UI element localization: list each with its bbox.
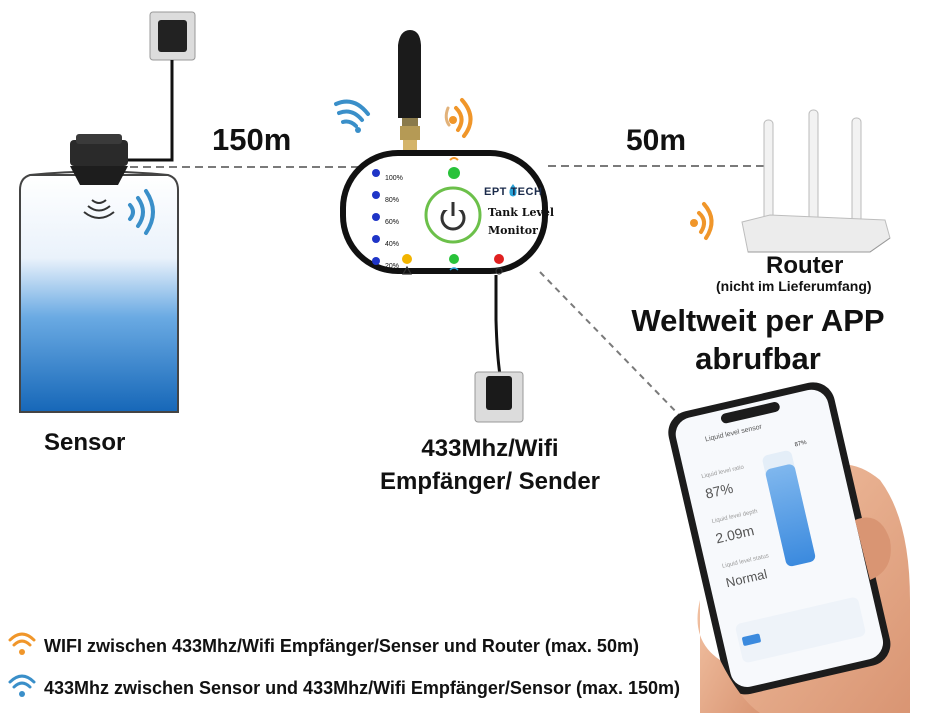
level-label: 20% xyxy=(385,263,400,270)
receiver-caption-line1: 433Mhz/Wifi xyxy=(421,435,559,462)
wall-socket-receiver xyxy=(474,371,524,423)
wall-socket-sensor xyxy=(128,11,196,162)
app-headline-line1: Weltweit per APP xyxy=(631,303,885,338)
rf-signal-icon-receiver xyxy=(334,99,370,133)
legend-wifi-text: WIFI zwischen 433Mhz/Wifi Empfänger/Sens… xyxy=(44,636,639,656)
link-receiver-phone xyxy=(539,271,685,421)
level-label: 100% xyxy=(385,175,403,182)
receiver-antenna xyxy=(398,30,421,152)
phone-status-value: Normal xyxy=(724,566,769,591)
wifi-signal-icon-router xyxy=(690,202,714,240)
phone-percent-value: 87% xyxy=(703,479,735,502)
legend-wifi-icon xyxy=(8,632,36,655)
sensor-label: Sensor xyxy=(44,429,126,456)
receiver-caption-line2: Empfänger/ Sender xyxy=(379,468,601,495)
legend-rf-icon xyxy=(8,674,36,697)
distance-receiver-router: 50m xyxy=(626,124,687,157)
router-device xyxy=(741,109,891,253)
sensor-waves-icon xyxy=(83,199,115,219)
distance-sensor-receiver: 150m xyxy=(212,122,292,157)
router-note: (nicht im Lieferumfang) xyxy=(716,278,872,294)
legend-rf-text: 433Mhz zwischen Sensor und 433Mhz/Wifi E… xyxy=(44,678,681,698)
rf-signal-icon-sensor xyxy=(128,189,155,235)
app-headline-line2: abrufbar xyxy=(695,341,821,376)
receiver-title-line2: Monitor xyxy=(488,224,538,237)
sensor-device xyxy=(70,134,128,185)
level-label: 60% xyxy=(385,219,400,226)
phone-bar-label: 87% xyxy=(794,439,808,449)
phone-screen-title: Liquid level sensor xyxy=(704,423,763,444)
level-label: 80% xyxy=(385,197,400,204)
phone-depth-value: 2.09m xyxy=(714,522,756,547)
router-label: Router xyxy=(766,252,844,279)
hand-holding-phone xyxy=(668,382,910,713)
app-headline: Weltweit per APP abrufbar xyxy=(598,302,918,378)
receiver-level-labels: 100% 80% 60% 40% 20% xyxy=(385,168,403,278)
receiver-device xyxy=(340,150,548,275)
receiver-brand: EPT TECH xyxy=(484,186,543,198)
phone-percent-label: Liquid level ratio xyxy=(700,464,745,481)
wifi-signal-icon-receiver xyxy=(444,98,473,138)
receiver-title-line1: Tank Level xyxy=(488,206,555,219)
level-label: 40% xyxy=(385,241,400,248)
receiver-caption: 433Mhz/Wifi Empfänger/ Sender xyxy=(350,432,630,498)
